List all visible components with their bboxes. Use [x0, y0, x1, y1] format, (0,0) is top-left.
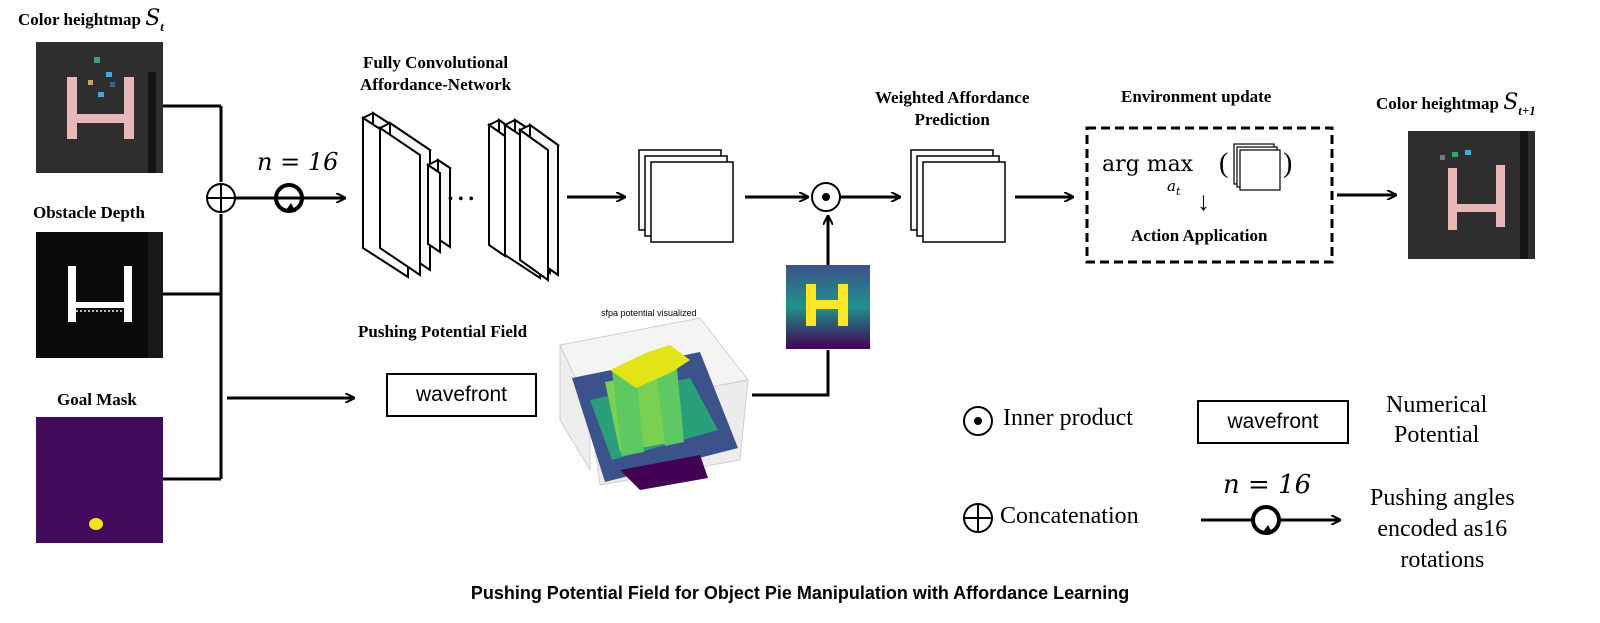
pushing-line3: rotations: [1400, 547, 1485, 573]
legend-inner-product-label: Inner product: [1003, 405, 1133, 431]
numerical-line1: Numerical: [1386, 392, 1488, 418]
network-layers: [360, 111, 560, 282]
color-heightmap-symbol: S: [145, 6, 161, 31]
numerical-line2: Potential: [1393, 422, 1480, 448]
concatenation-icon: [206, 183, 236, 213]
color-heightmap-image: [36, 42, 163, 173]
pushing-line1: Pushing angles: [1370, 485, 1515, 511]
network-title: Fully Convolutional Affordance-Network: [360, 52, 511, 96]
argmax-text: arg max: [1102, 152, 1194, 177]
action-arrow: ↓: [1197, 187, 1210, 216]
argmax-sub-t: t: [1175, 185, 1181, 198]
network-title-line2: Affordance-Network: [360, 75, 512, 94]
goal-mask-image: [36, 417, 163, 543]
obstacle-depth-label: Obstacle Depth: [33, 203, 145, 222]
figure-caption: Pushing Potential Field for Object Pie M…: [470, 583, 1130, 603]
argmax-close-paren: ): [1283, 148, 1293, 179]
potential-3d-plot: [559, 317, 749, 490]
potential-plot-title: sfpa potential visualized: [601, 308, 697, 318]
argmax-maps: [1233, 143, 1281, 191]
legend-n-label: n = 16: [1223, 470, 1312, 500]
weighted-title: Weighted Affordance Prediction: [875, 87, 1029, 131]
feature-maps: [638, 149, 734, 243]
output-label-text: Color heightmap: [1376, 94, 1499, 113]
argmax-sub-a: a: [1167, 177, 1176, 195]
legend-rotation-icon: [1201, 505, 1340, 535]
argmax-label: arg max: [1102, 152, 1193, 177]
color-heightmap-text: Color heightmap: [18, 10, 141, 29]
color-heightmap-label: Color heightmap St: [18, 6, 164, 34]
output-heightmap-label: Color heightmap St+1: [1376, 90, 1536, 118]
legend-inner-product-icon: [963, 406, 993, 436]
weighted-title-line1: Weighted Affordance: [875, 88, 1030, 107]
rotation-n-label: n = 16: [257, 148, 339, 176]
pushing-line2: encoded as16: [1377, 516, 1508, 542]
legend-concatenation-icon: [963, 503, 993, 533]
action-application-label: Action Application: [1131, 226, 1268, 245]
wavefront-box: wavefront: [386, 373, 537, 417]
legend-concatenation-label: Concatenation: [1000, 503, 1139, 529]
legend-numerical-potential: Numerical Potential: [1386, 390, 1487, 450]
legend-pushing-angles: Pushing angles encoded as16 rotations: [1370, 483, 1515, 576]
environment-title: Environment update: [1121, 87, 1272, 106]
argmax-open-paren: (: [1219, 148, 1229, 179]
obstacle-depth-image: [36, 232, 163, 358]
output-symbol: S: [1503, 90, 1519, 115]
pushing-potential-title: Pushing Potential Field: [358, 322, 528, 341]
weighted-title-line2: Prediction: [914, 110, 990, 129]
color-heightmap-subscript: t: [160, 19, 164, 34]
environment-box: [1085, 126, 1334, 264]
goal-mask-label: Goal Mask: [57, 390, 137, 409]
legend-wavefront-box: wavefront: [1197, 400, 1349, 444]
network-ellipsis: • • •: [448, 192, 475, 207]
weighted-maps: [910, 149, 1006, 243]
potential-heatmap: [786, 265, 870, 349]
network-title-line1: Fully Convolutional: [363, 53, 509, 72]
inner-product-icon: [811, 182, 841, 212]
argmax-subscript: at: [1167, 177, 1181, 198]
output-heightmap-image: [1408, 131, 1535, 259]
output-subscript: t+1: [1518, 103, 1536, 118]
rotation-icon: [274, 183, 304, 213]
